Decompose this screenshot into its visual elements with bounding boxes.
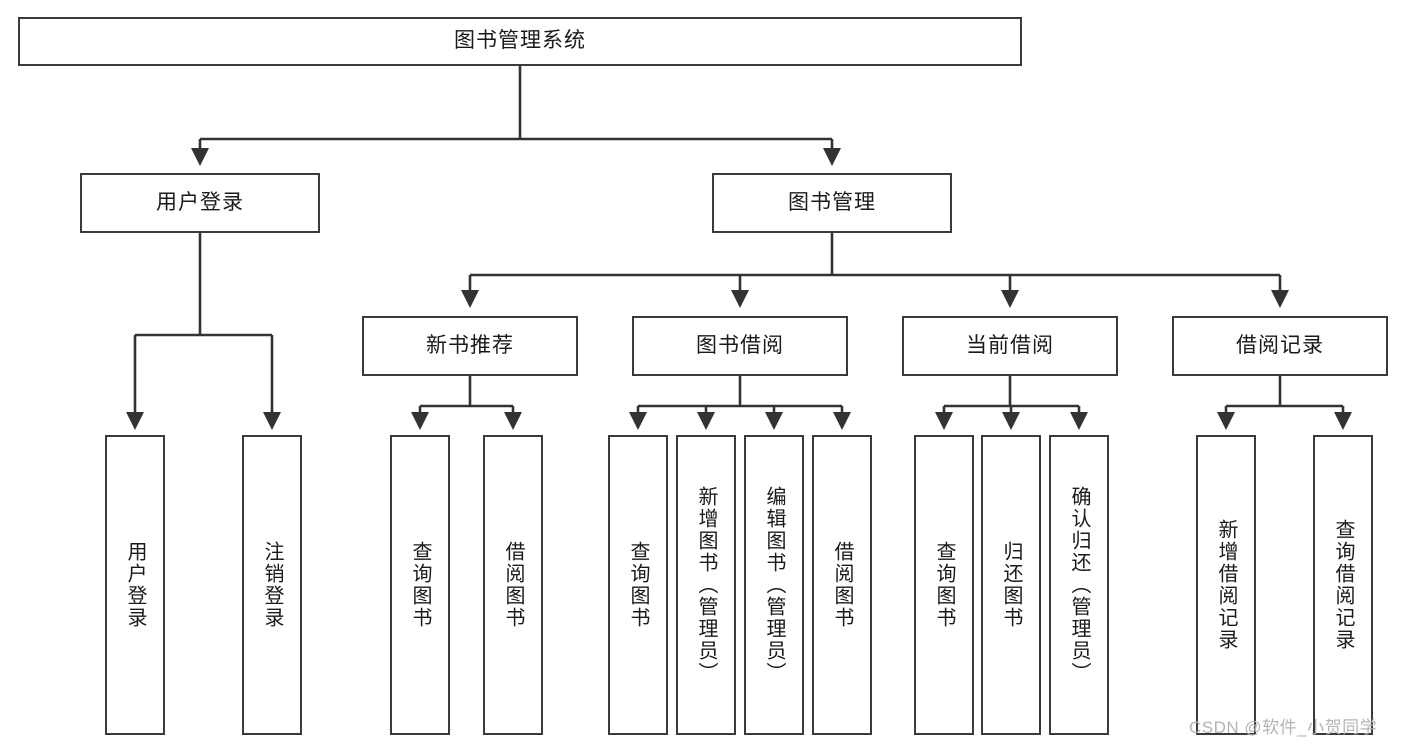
node-new-book-rec[interactable]: 新书推荐 [362, 316, 578, 376]
csdn-watermark: CSDN @软件_小贺同学 [1189, 718, 1378, 737]
leaf-query-book-3[interactable]: 查询图书 [914, 435, 974, 735]
leaf-query-book-2-label: 查询图书 [627, 541, 649, 629]
leaf-add-book-label: 新增图书（管理员） [695, 486, 717, 684]
leaf-user-login-label: 用户登录 [124, 541, 146, 629]
leaf-user-logout-label: 注销登录 [261, 541, 283, 629]
leaf-add-record-label: 新增借阅记录 [1215, 519, 1237, 651]
leaf-edit-book-label: 编辑图书（管理员） [763, 486, 785, 684]
leaf-user-logout[interactable]: 注销登录 [242, 435, 302, 735]
node-new-book-rec-label: 新书推荐 [426, 333, 514, 357]
leaf-query-book-2[interactable]: 查询图书 [608, 435, 668, 735]
leaf-edit-book[interactable]: 编辑图书（管理员） [744, 435, 804, 735]
node-current-borrow-label: 当前借阅 [966, 333, 1054, 357]
node-user-login-label: 用户登录 [156, 190, 244, 214]
leaf-borrow-book-1-label: 借阅图书 [502, 541, 524, 629]
leaf-borrow-book-1[interactable]: 借阅图书 [483, 435, 543, 735]
node-root-label: 图书管理系统 [454, 29, 586, 53]
node-borrow-record[interactable]: 借阅记录 [1172, 316, 1388, 376]
node-book-borrow-label: 图书借阅 [696, 333, 784, 357]
node-current-borrow[interactable]: 当前借阅 [902, 316, 1118, 376]
leaf-confirm-return[interactable]: 确认归还（管理员） [1049, 435, 1109, 735]
leaf-add-record[interactable]: 新增借阅记录 [1196, 435, 1256, 735]
leaf-return-book[interactable]: 归还图书 [981, 435, 1041, 735]
leaf-borrow-book-2-label: 借阅图书 [831, 541, 853, 629]
leaf-query-book-1[interactable]: 查询图书 [390, 435, 450, 735]
node-book-borrow[interactable]: 图书借阅 [632, 316, 848, 376]
node-book-manage-label: 图书管理 [788, 190, 876, 214]
leaf-add-book[interactable]: 新增图书（管理员） [676, 435, 736, 735]
leaf-query-record-label: 查询借阅记录 [1332, 519, 1354, 651]
leaf-user-login[interactable]: 用户登录 [105, 435, 165, 735]
leaf-confirm-return-label: 确认归还（管理员） [1068, 486, 1090, 684]
leaf-borrow-book-2[interactable]: 借阅图书 [812, 435, 872, 735]
node-book-manage[interactable]: 图书管理 [712, 173, 952, 233]
node-borrow-record-label: 借阅记录 [1236, 333, 1324, 357]
leaf-query-record[interactable]: 查询借阅记录 [1313, 435, 1373, 735]
node-root[interactable]: 图书管理系统 [18, 17, 1022, 66]
leaf-query-book-1-label: 查询图书 [409, 541, 431, 629]
leaf-return-book-label: 归还图书 [1000, 541, 1022, 629]
node-user-login[interactable]: 用户登录 [80, 173, 320, 233]
leaf-query-book-3-label: 查询图书 [933, 541, 955, 629]
